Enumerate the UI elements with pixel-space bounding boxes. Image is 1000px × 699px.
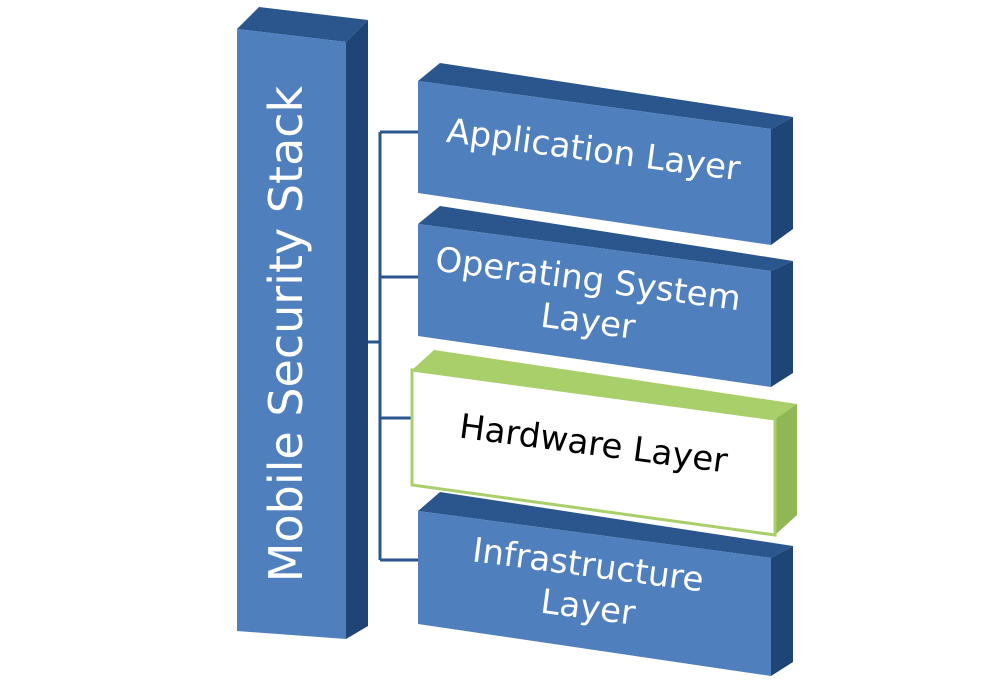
layer-operating-system-top bbox=[418, 206, 793, 271]
layer-infrastructure: Infrastructure Layer bbox=[418, 492, 793, 676]
layer-hardware-top bbox=[412, 350, 797, 419]
layer-infrastructure-top bbox=[418, 492, 793, 558]
layer-application-top bbox=[418, 63, 793, 129]
layer-hardware: Hardware Layer bbox=[410, 350, 797, 537]
layer-infrastructure-side bbox=[771, 546, 793, 676]
title-label: Mobile Security Stack bbox=[259, 85, 313, 582]
layer-infrastructure-front bbox=[418, 511, 771, 676]
layer-application-side bbox=[771, 117, 793, 245]
title-block-side bbox=[346, 20, 368, 639]
layer-operating-system: Operating System Layer bbox=[418, 206, 793, 387]
title-block-front bbox=[237, 29, 346, 639]
layer-application-front bbox=[418, 81, 771, 245]
layer-operating-system-front bbox=[418, 224, 771, 387]
layer-hardware-front bbox=[410, 368, 777, 537]
layer-hardware-side bbox=[775, 404, 797, 535]
layer-application: Application Layer bbox=[418, 63, 793, 245]
layer-operating-system-side bbox=[771, 261, 793, 387]
title-block-top bbox=[237, 7, 368, 42]
title-block: Mobile Security Stack bbox=[237, 7, 368, 639]
